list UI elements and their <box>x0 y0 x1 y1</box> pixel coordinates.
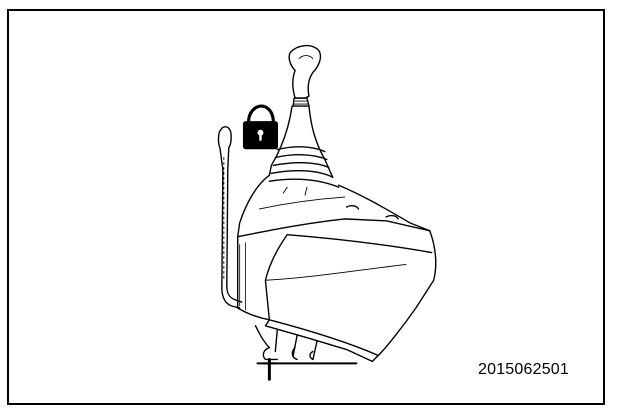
padlock-icon <box>242 104 278 150</box>
mounting-base <box>254 325 358 381</box>
console-main-body <box>237 230 437 363</box>
figure-number: 2015062501 <box>478 361 569 378</box>
joystick-grip <box>288 44 322 107</box>
lock-lever <box>217 126 243 309</box>
figure-frame: 2015062501 <box>7 9 605 405</box>
console-upper-housing <box>237 174 431 238</box>
bellows-boot <box>268 105 340 196</box>
joystick-control-illustration <box>217 44 437 381</box>
